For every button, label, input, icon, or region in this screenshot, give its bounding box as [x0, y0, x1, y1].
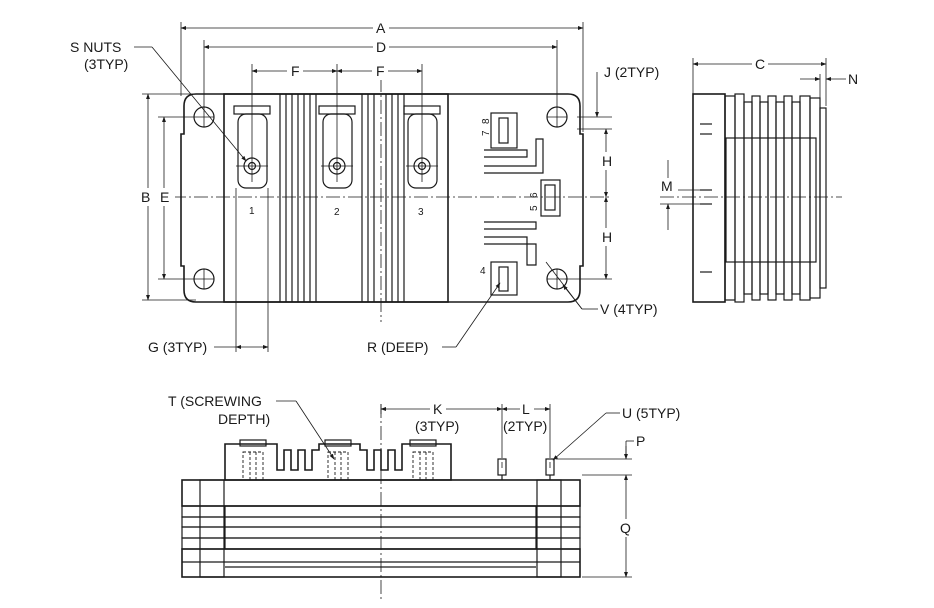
dim-label-F-left: F: [291, 63, 300, 79]
dim-label-G: G (3TYP): [148, 339, 207, 355]
dim-label-L-typ: (2TYP): [503, 418, 547, 434]
callout-S-nuts-typ: (3TYP): [84, 56, 128, 72]
terminal-number-3: 3: [418, 207, 424, 218]
dim-label-A: A: [376, 20, 386, 36]
dim-label-K: K: [433, 401, 443, 417]
callout-R-deep: R (DEEP): [367, 339, 428, 355]
dim-label-B: B: [141, 189, 150, 205]
dim-label-H-upper: H: [602, 153, 612, 169]
aux-terminal-block-7-8: [484, 112, 544, 174]
terminal-number-7: 7: [481, 130, 492, 136]
front-screw-terminal-1: [239, 439, 267, 481]
terminal-number-1: 1: [249, 206, 255, 217]
dim-label-Q: Q: [620, 520, 631, 536]
terminal-number-2: 2: [334, 207, 340, 218]
top-view-ribs: [279, 94, 405, 302]
front-screw-terminal-2: [324, 439, 352, 481]
dim-label-M: M: [661, 178, 673, 194]
top-view-housing: [223, 93, 449, 303]
terminal-number-4: 4: [480, 266, 486, 277]
callout-S-nuts: S NUTS: [70, 39, 121, 55]
side-view-baseplate: [692, 93, 726, 303]
dim-label-D: D: [376, 39, 386, 55]
side-view: C N M: [660, 55, 858, 303]
dim-label-H-lower: H: [602, 229, 612, 245]
terminal-number-6: 6: [529, 192, 540, 198]
terminal-number-8: 8: [481, 118, 492, 124]
callout-T-depth: DEPTH): [218, 411, 270, 427]
front-view: T (SCREWING DEPTH) K (3TYP) L (2TYP) U (…: [168, 393, 680, 600]
callout-T-screwing: T (SCREWING: [168, 393, 262, 409]
callout-U: U (5TYP): [622, 405, 680, 421]
dim-label-N: N: [848, 71, 858, 87]
aux-terminal-block-4: [484, 221, 537, 296]
front-screw-terminal-3: [409, 439, 437, 481]
front-aux-pin-right: [545, 458, 555, 480]
top-view-flange-outline: [180, 93, 584, 303]
dim-label-L: L: [522, 401, 530, 417]
dim-label-P: P: [636, 433, 645, 449]
dim-label-E: E: [160, 189, 169, 205]
dim-label-K-typ: (3TYP): [415, 418, 459, 434]
aux-terminal-block-5-6: [540, 179, 561, 217]
mounting-hole-top-right: [546, 106, 568, 128]
front-view-housing-fins: [224, 443, 452, 481]
callout-V: V (4TYP): [600, 301, 658, 317]
dim-label-F-right: F: [376, 63, 385, 79]
terminal-number-5: 5: [529, 205, 540, 211]
front-aux-pin-left: [497, 458, 507, 480]
mounting-hole-bottom-left: [193, 268, 215, 290]
top-view: 1 2 3 7 8 5 6 4: [70, 19, 659, 355]
dim-label-C: C: [755, 56, 765, 72]
dim-label-J: J (2TYP): [604, 64, 659, 80]
